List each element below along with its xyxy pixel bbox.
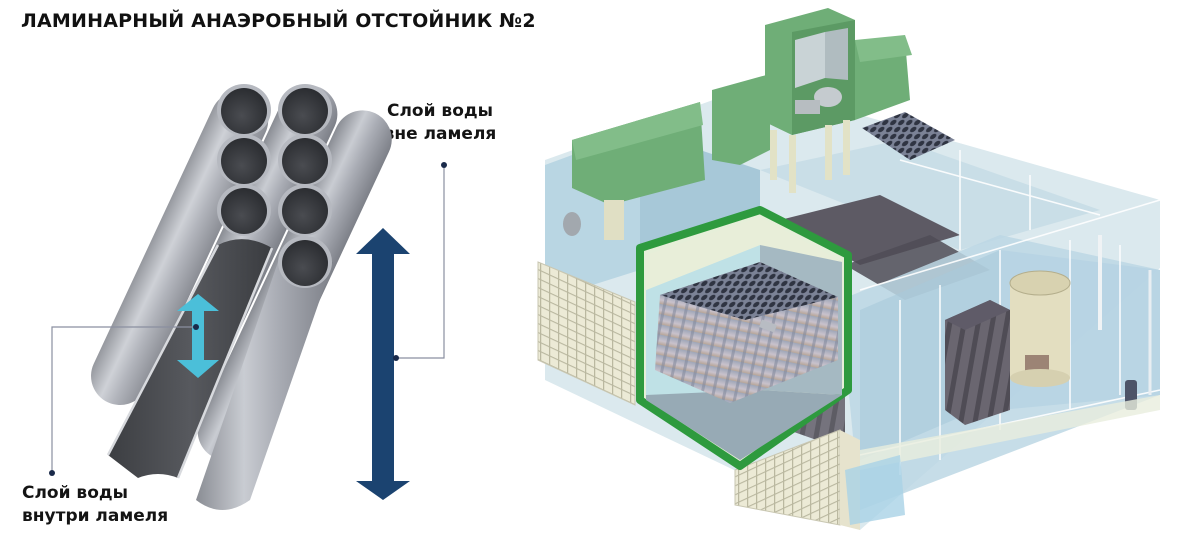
blower-motor (814, 87, 842, 107)
blower-cabinet (765, 8, 855, 193)
lattice-wall-left (537, 261, 636, 406)
lamella-inlet-pipe (759, 319, 777, 333)
tube-opening (221, 188, 267, 234)
highlight-zoom-frame (636, 206, 852, 470)
lamella-block-back (862, 112, 955, 160)
tube-front-right (196, 262, 333, 510)
leader-dot (393, 355, 399, 361)
leader-dot (441, 162, 447, 168)
tube-opening (282, 240, 328, 286)
green-shelf-middle (712, 74, 770, 165)
label-outside-line2: вне ламеля (383, 124, 497, 144)
label-inside-line2: внутри ламеля (22, 506, 169, 526)
label-outside-line1: Слой воды (387, 101, 493, 121)
tube-opening (282, 138, 328, 184)
filter-cylinder (1009, 270, 1071, 387)
diagram-title: ЛАМИНАРНЫЙ АНАЭРОБНЫЙ ОТСТОЙНИК №2 (21, 10, 536, 32)
leader-dot (193, 324, 199, 330)
inlet-pipe (563, 212, 581, 236)
lamella-block-2 (945, 300, 1010, 425)
tube-opening (282, 88, 328, 134)
label-inside-line1: Слой воды (22, 483, 128, 503)
large-double-arrow (356, 228, 410, 500)
small-double-arrow (177, 294, 219, 378)
tube-openings (217, 84, 332, 236)
settler-3d-cutaway (537, 8, 1161, 530)
tube-opening (221, 138, 267, 184)
label-water-inside-lamella: Слой воды внутри ламеля (22, 482, 168, 528)
tube-cut-half (108, 239, 272, 478)
leader-line-inside (51, 326, 196, 473)
leader-line-outside (396, 165, 445, 359)
lamella-tube-bundle (49, 84, 392, 510)
label-water-outside-lamella: Слой воды вне ламеля (375, 100, 505, 146)
leader-dot (49, 470, 55, 476)
tube-opening (282, 188, 328, 234)
tube-opening (221, 88, 267, 134)
